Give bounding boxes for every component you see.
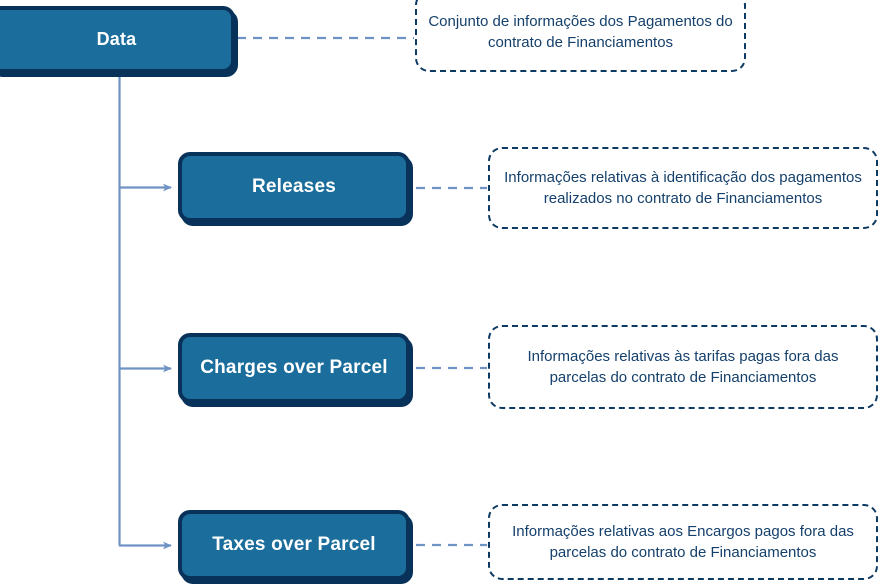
node-data[interactable]: Data [0,6,235,73]
callout-text-releases: Informações relativas à identificação do… [504,169,862,207]
callout-data: Conjunto de informações dos Pagamentos d… [415,0,746,72]
callout-text-taxes-over-parcel: Informações relativas aos Encargos pagos… [512,523,854,561]
callout-charges-over-parcel: Informações relativas às tarifas pagas f… [488,325,878,409]
node-releases[interactable]: Releases [178,152,410,222]
node-label-releases: Releases [251,176,336,197]
node-label-taxes-over-parcel: Taxes over Parcel [212,534,376,555]
callout-releases: Informações relativas à identificação do… [488,147,878,229]
node-label-data: Data [96,29,137,49]
callout-taxes-over-parcel: Informações relativas aos Encargos pagos… [488,504,878,580]
node-charges-over-parcel[interactable]: Charges over Parcel [178,333,410,403]
callout-text-charges-over-parcel: Informações relativas às tarifas pagas f… [527,348,839,386]
callout-text-data: Conjunto de informações dos Pagamentos d… [428,12,733,51]
node-label-charges-over-parcel: Charges over Parcel [200,357,388,378]
node-taxes-over-parcel[interactable]: Taxes over Parcel [178,510,410,580]
